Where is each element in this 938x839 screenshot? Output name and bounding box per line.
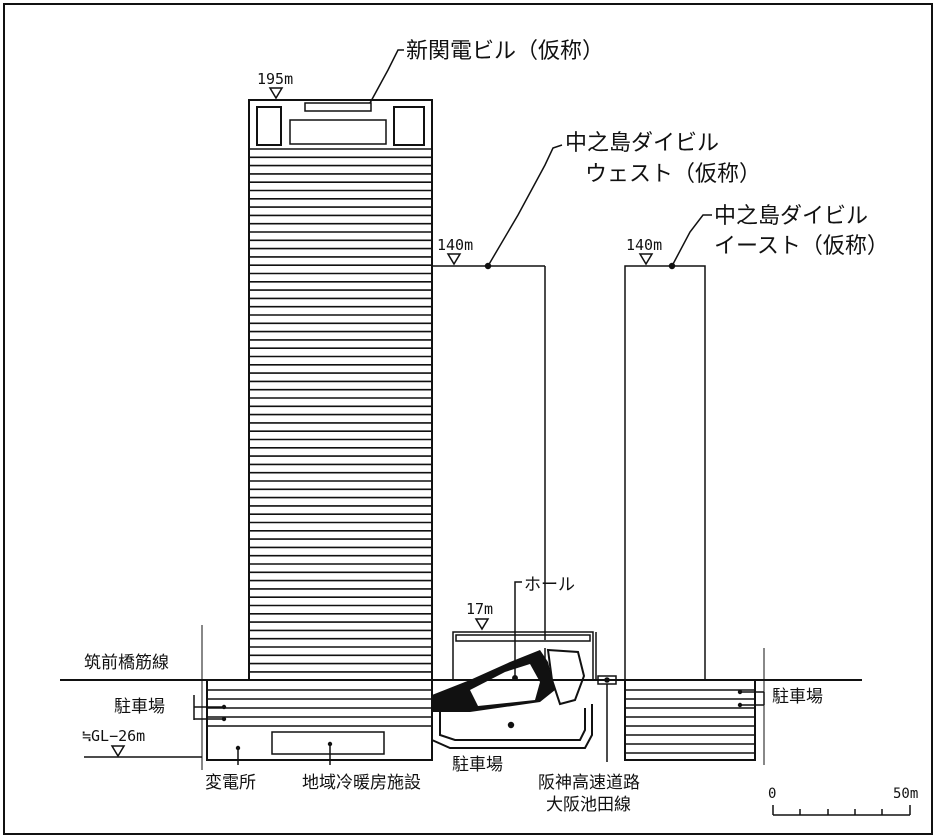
scale-end-label: 50m (893, 786, 918, 802)
left-basement (206, 679, 433, 761)
scale-bar (772, 805, 911, 816)
leader-lines (193, 49, 765, 765)
east-tower (624, 262, 706, 681)
height-marker-17 (474, 618, 490, 631)
parking-east-label: 駐車場 (772, 687, 823, 707)
depth-marker (84, 745, 202, 758)
east-building-label-line1: 中之島ダイビル (714, 204, 868, 229)
leader-dots (221, 689, 743, 751)
substation-label: 変電所 (205, 773, 256, 793)
scale-start-label: 0 (768, 786, 776, 802)
center-basement (431, 700, 593, 749)
left-basement-floors (208, 689, 431, 727)
right-basement (624, 679, 756, 761)
expressway-box (597, 675, 617, 762)
hall-building (432, 631, 597, 712)
expressway-label-line2: 大阪池田線 (546, 795, 631, 815)
height-marker-140-west (446, 253, 462, 266)
kanden-building-label: 新関電ビル（仮称） (406, 39, 604, 64)
parking-center-label: 駐車場 (452, 755, 503, 775)
expressway-label-line1: 阪神高速道路 (538, 773, 640, 793)
kanden-tower-floors (250, 148, 431, 673)
district-heating-label: 地域冷暖房施設 (302, 773, 421, 793)
kanden-height-label: 195m (257, 70, 293, 88)
right-basement-floors (626, 689, 754, 754)
parking-west-label: 駐車場 (114, 697, 165, 717)
depth-label: ≒GL−26m (82, 727, 145, 745)
west-height-label: 140m (437, 236, 473, 254)
west-building-label-line1: 中之島ダイビル (565, 131, 719, 156)
west-building-label-line2: ウェスト（仮称） (585, 162, 761, 187)
east-building-label-line2: イースト（仮称） (714, 234, 889, 259)
hall-label: ホール (524, 575, 575, 595)
east-height-label: 140m (626, 236, 662, 254)
height-marker-140-east (638, 253, 654, 266)
outer-frame (3, 3, 933, 835)
height-marker-195 (268, 87, 284, 100)
hall-height-label: 17m (466, 600, 493, 618)
street-label: 筑前橋筋線 (84, 653, 169, 673)
